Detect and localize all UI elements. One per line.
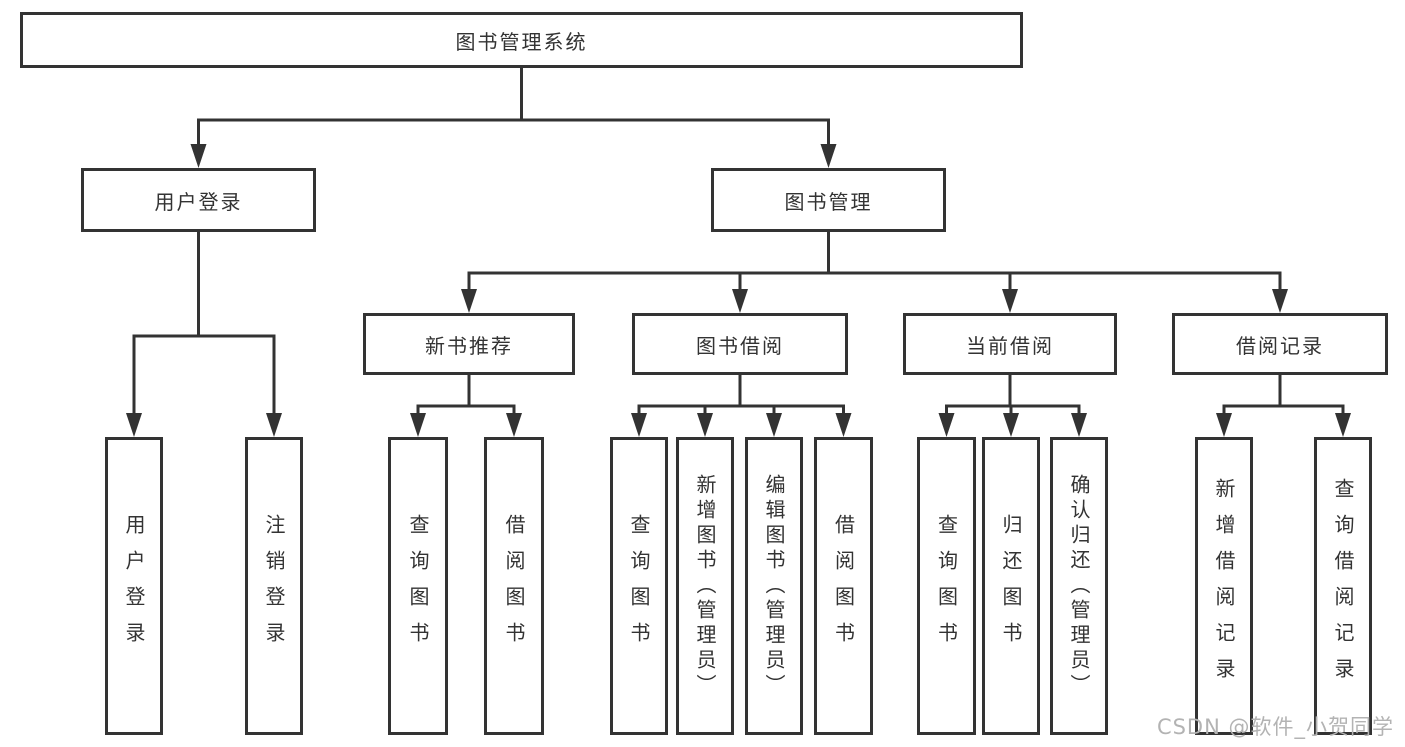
leaf-label: 借阅图书 — [502, 514, 526, 658]
node-label: 新书推荐 — [425, 333, 513, 358]
node-new-book-recommend: 新书推荐 — [363, 313, 575, 375]
node-label: 图书管理系统 — [455, 29, 588, 54]
leaf-label: 注销登录 — [262, 514, 286, 658]
leaf-borrow-books-recommend: 借阅图书 — [484, 437, 544, 735]
leaf-label: 用户登录 — [122, 514, 146, 658]
node-borrowing-records: 借阅记录 — [1172, 313, 1388, 375]
node-user-login: 用户登录 — [81, 168, 316, 232]
leaf-query-books-borrow: 查询图书 — [610, 437, 668, 735]
leaf-label: 新增借阅记录 — [1212, 478, 1236, 694]
leaf-query-books-current: 查询图书 — [917, 437, 976, 735]
leaf-label: 查询图书 — [934, 514, 959, 658]
leaf-borrow-books: 借阅图书 — [814, 437, 873, 735]
node-label: 借阅记录 — [1236, 333, 1324, 358]
leaf-query-borrow-record: 查询借阅记录 — [1314, 437, 1372, 735]
node-label: 图书管理 — [784, 189, 873, 214]
node-label: 用户登录 — [154, 189, 243, 214]
leaf-label: 新增图书（管理员） — [693, 473, 717, 699]
leaf-label: 归还图书 — [999, 514, 1023, 658]
node-book-management: 图书管理 — [711, 168, 946, 232]
leaf-edit-books-admin: 编辑图书（管理员） — [745, 437, 803, 735]
leaf-label: 编辑图书（管理员） — [762, 473, 786, 699]
leaf-query-books-recommend: 查询图书 — [388, 437, 448, 735]
node-label: 当前借阅 — [966, 333, 1054, 358]
node-label: 图书借阅 — [696, 333, 784, 358]
leaf-confirm-return-admin: 确认归还（管理员） — [1050, 437, 1108, 735]
node-library-management-system: 图书管理系统 — [20, 12, 1023, 68]
node-book-borrowing: 图书借阅 — [632, 313, 848, 375]
leaf-add-books-admin: 新增图书（管理员） — [676, 437, 734, 735]
leaf-user-login: 用户登录 — [105, 437, 163, 735]
node-current-borrowing: 当前借阅 — [903, 313, 1117, 375]
leaf-logout: 注销登录 — [245, 437, 303, 735]
leaf-label: 确认归还（管理员） — [1067, 473, 1091, 699]
leaf-label: 查询借阅记录 — [1331, 478, 1355, 694]
watermark-text: CSDN @软件_小贺同学 — [1156, 715, 1394, 739]
leaf-add-borrow-record: 新增借阅记录 — [1195, 437, 1253, 735]
leaf-return-books: 归还图书 — [982, 437, 1040, 735]
leaf-label: 查询图书 — [406, 514, 430, 658]
leaf-label: 查询图书 — [627, 514, 651, 658]
leaf-label: 借阅图书 — [831, 514, 856, 658]
